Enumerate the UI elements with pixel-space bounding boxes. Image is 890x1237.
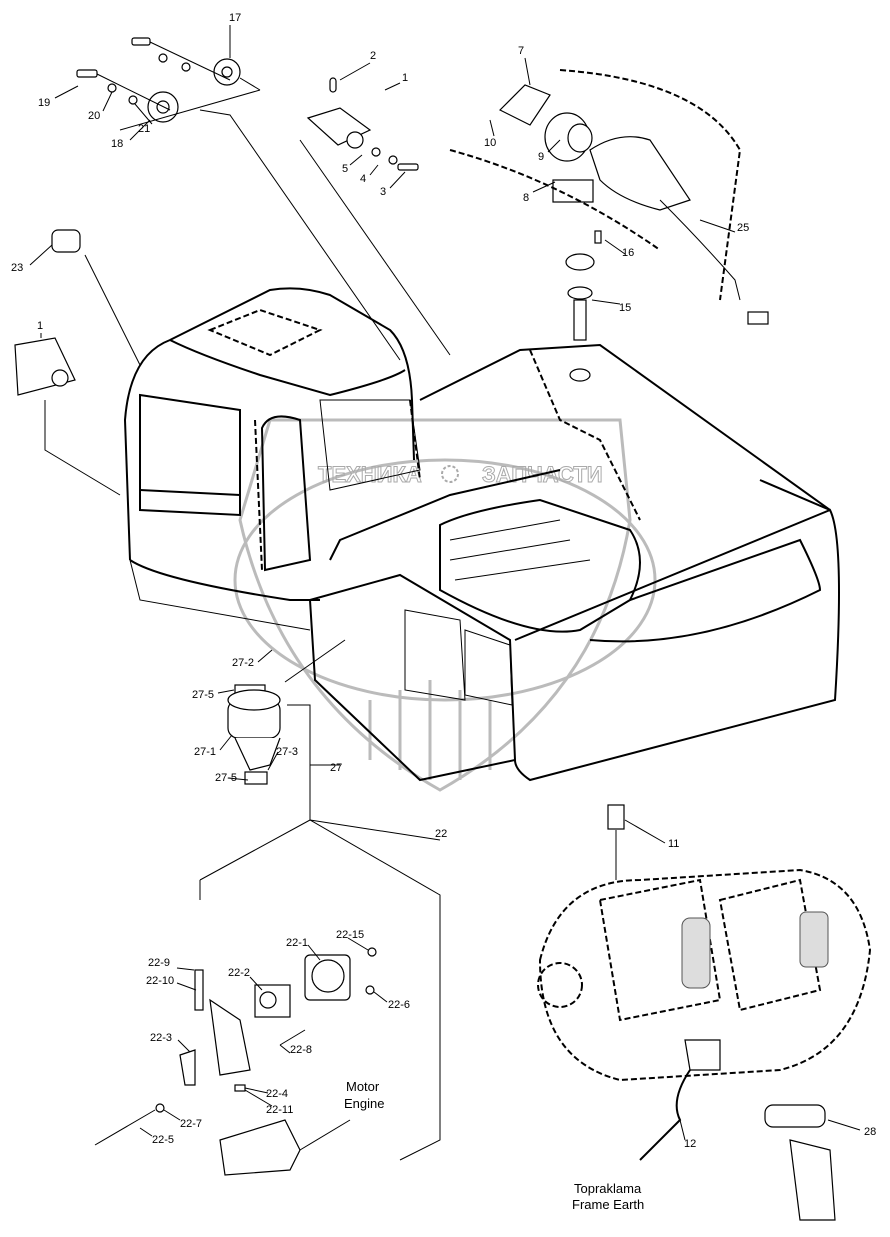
callout-27-1: 27-1	[194, 746, 216, 758]
callout-22-15: 22-15	[336, 929, 364, 941]
callout-21: 21	[138, 123, 150, 135]
earth-note-line2: Frame Earth	[572, 1197, 644, 1212]
watermark: ТЕХНИКА ЗАПЧАСТИ	[233, 418, 657, 792]
callout-22: 22	[435, 828, 447, 840]
left-parts	[14, 229, 141, 496]
callouts: 17 2 1 7 19 20 21 18 10 9 5 4 3 8 25 16 …	[11, 12, 876, 1150]
callout-11: 11	[668, 838, 679, 850]
callout-22-6: 22-6	[388, 999, 410, 1011]
callout-22-8: 22-8	[290, 1044, 312, 1056]
callout-27-2: 27-2	[232, 657, 254, 669]
callout-28: 28	[864, 1126, 876, 1138]
callout-19: 19	[38, 97, 50, 109]
callout-27: 27	[330, 762, 342, 774]
horn-assembly	[76, 37, 401, 361]
watermark-left-text: ТЕХНИКА	[318, 462, 422, 487]
reservoir-assembly	[227, 639, 346, 820]
callout-2: 2	[370, 50, 376, 62]
callout-22-9: 22-9	[148, 957, 170, 969]
beacon-assembly	[449, 69, 769, 325]
watermark-wheat-icon	[368, 680, 492, 780]
callout-15: 15	[619, 302, 631, 314]
fuel-sender-assembly	[565, 230, 602, 382]
callout-9: 9	[538, 151, 544, 163]
callout-22-2: 22-2	[228, 967, 250, 979]
callout-27-5-bottom: 27-5	[215, 772, 237, 784]
callout-22-4: 22-4	[266, 1088, 288, 1100]
callout-22-3: 22-3	[150, 1032, 172, 1044]
callout-7: 7	[518, 45, 524, 57]
callout-22-10: 22-10	[146, 975, 174, 987]
callout-1: 1	[402, 72, 408, 84]
callout-23: 23	[11, 262, 23, 274]
callout-17: 17	[229, 12, 241, 24]
work-light-top	[299, 77, 451, 356]
callout-25: 25	[737, 222, 749, 234]
notes: Motor Engine Topraklama Frame Earth	[344, 1079, 644, 1212]
earth-note-line1: Topraklama	[574, 1181, 642, 1196]
callout-4: 4	[360, 173, 366, 185]
callout-27-3: 27-3	[276, 746, 298, 758]
callout-18: 18	[111, 138, 123, 150]
callout-10: 10	[484, 137, 496, 149]
callout-1-left: 1	[37, 320, 43, 332]
motor-note-line1: Motor	[346, 1079, 380, 1094]
callout-20: 20	[88, 110, 100, 122]
callout-5: 5	[342, 163, 348, 175]
callout-27-5-top: 27-5	[192, 689, 214, 701]
callout-22-7: 22-7	[180, 1118, 202, 1130]
motor-note-line2: Engine	[344, 1096, 384, 1111]
leader-lines	[29, 25, 861, 1141]
callout-22-1: 22-1	[286, 937, 308, 949]
callout-8: 8	[523, 192, 529, 204]
callout-3: 3	[380, 186, 386, 198]
callout-12: 12	[684, 1138, 696, 1150]
callout-22-11: 22-11	[266, 1104, 293, 1116]
engine-assembly	[537, 804, 872, 1221]
callout-22-5: 22-5	[152, 1134, 174, 1146]
excavator-upper-structure	[123, 287, 840, 782]
panel-group-22	[94, 819, 441, 1176]
gear-icon	[441, 465, 459, 483]
callout-16: 16	[622, 247, 634, 259]
